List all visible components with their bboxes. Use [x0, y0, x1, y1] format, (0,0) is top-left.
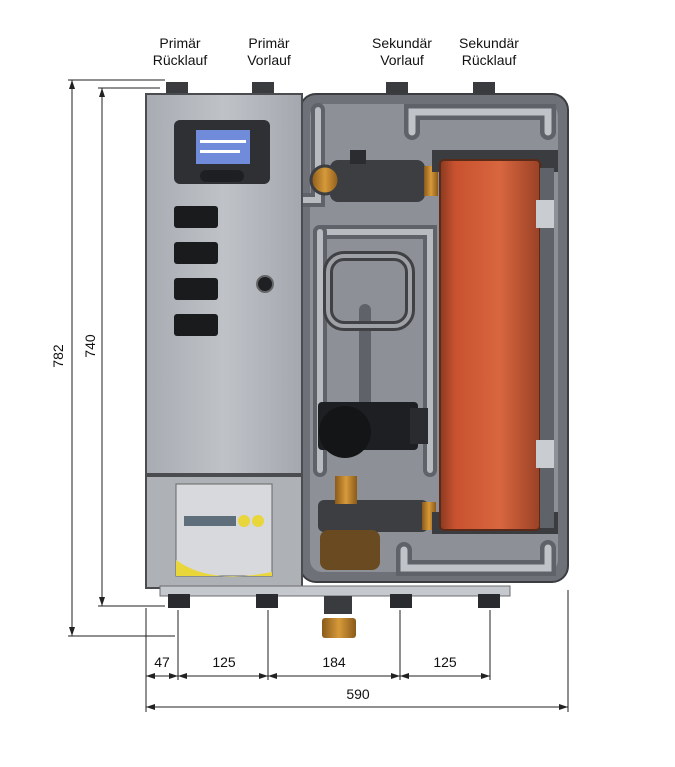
plate-heat-exchanger: [432, 150, 558, 534]
dim-width-total: 590: [346, 686, 370, 702]
label-line-2: Rücklauf: [152, 52, 208, 68]
label-line-2: Rücklauf: [461, 52, 517, 68]
controller-display: [174, 120, 270, 184]
cabinet-lock: [256, 275, 274, 293]
dim-height-total: 782: [50, 344, 66, 368]
dim-d1: 47: [154, 654, 170, 670]
heat-meter: [175, 483, 273, 577]
top-connections: [166, 82, 495, 96]
dimension-arrows: [69, 80, 568, 710]
label-line-1: Sekundär: [372, 35, 432, 51]
bottom-valve-group: [318, 476, 436, 570]
label-line-1: Primär: [248, 35, 290, 51]
label-line-1: Sekundär: [459, 35, 519, 51]
label-primaer-vorlauf: Primär Vorlauf: [229, 35, 309, 69]
switch-row: [174, 206, 218, 336]
dim-d2: 125: [212, 654, 236, 670]
circulation-pump: [318, 402, 428, 458]
dim-d4: 125: [433, 654, 457, 670]
dimension-lines: [68, 79, 569, 712]
label-sekundaer-vorlauf: Sekundär Vorlauf: [362, 35, 442, 69]
label-sekundaer-ruecklauf: Sekundär Rücklauf: [449, 35, 529, 69]
top-valve-group: [309, 150, 438, 202]
label-primaer-ruecklauf: Primär Rücklauf: [140, 35, 220, 69]
base-rail: [159, 585, 511, 597]
label-line-2: Vorlauf: [380, 52, 424, 68]
label-line-1: Primär: [159, 35, 201, 51]
label-line-2: Vorlauf: [247, 52, 291, 68]
dim-height-body: 740: [82, 334, 98, 358]
bottom-connections: [168, 594, 500, 638]
dim-d3: 184: [322, 654, 346, 670]
